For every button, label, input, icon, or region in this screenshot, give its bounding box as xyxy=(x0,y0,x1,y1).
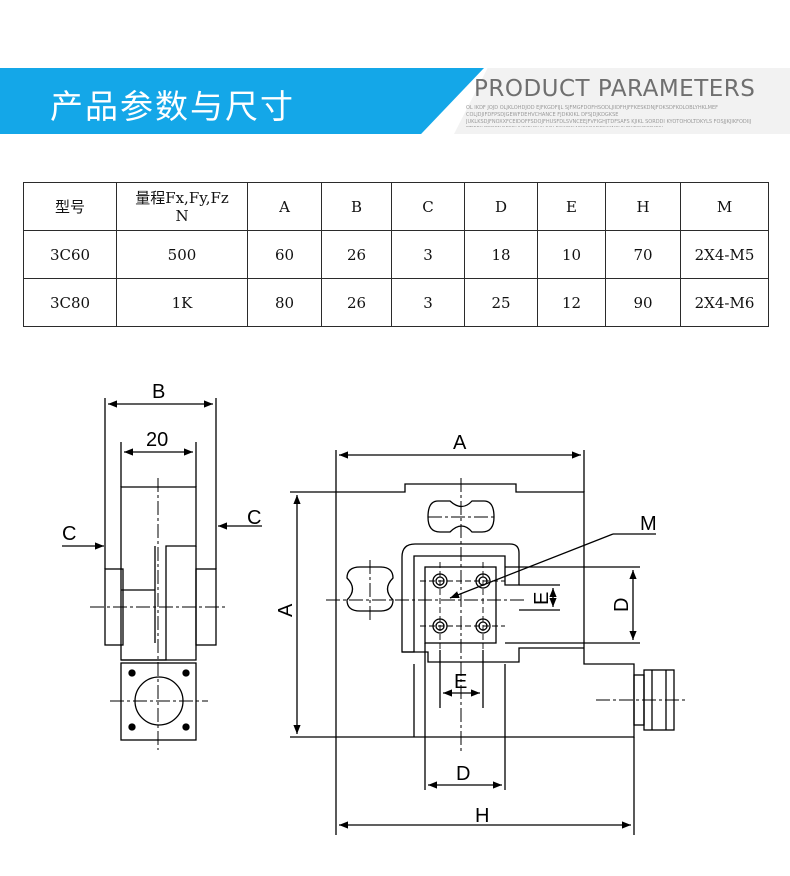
page-title-en: PRODUCT PARAMETERS xyxy=(474,76,756,102)
label-e-side: E xyxy=(531,592,553,605)
header-c: C xyxy=(391,182,465,231)
table-cell: 3 xyxy=(391,230,465,279)
label-20: 20 xyxy=(146,429,168,451)
table-cell: 10 xyxy=(537,230,606,279)
label-h: H xyxy=(475,805,489,827)
table-cell: 80 xyxy=(247,278,322,327)
table-cell: 1K xyxy=(116,278,248,327)
header-a: A xyxy=(247,182,322,231)
side-view xyxy=(62,398,262,750)
header-h: H xyxy=(605,182,681,231)
header-small-text: OL IKDF JOJD OLJKLOHDJOD EJFKGDFIJL SJFM… xyxy=(466,105,752,127)
page-title-cn: 产品参数与尺寸 xyxy=(50,87,295,126)
header-e: E xyxy=(537,182,606,231)
label-c-left: C xyxy=(62,523,76,545)
table-cell: 500 xyxy=(116,230,248,279)
table-cell: 26 xyxy=(321,230,392,279)
label-e-bottom: E xyxy=(454,671,467,693)
label-b: B xyxy=(152,381,165,403)
table-cell: 60 xyxy=(247,230,322,279)
banner-blue-panel xyxy=(0,68,484,134)
dimension-drawing: B 20 C C A A M E D E D H xyxy=(62,381,686,835)
header-d: D xyxy=(464,182,538,231)
header-model: 型号 xyxy=(23,182,117,231)
table-cell: 70 xyxy=(605,230,681,279)
table-cell: 3C80 xyxy=(23,278,117,327)
table-cell: 3 xyxy=(391,278,465,327)
header-banner: 产品参数与尺寸 PRODUCT PARAMETERS OL IKDF JOJD … xyxy=(0,68,790,134)
label-c-right: C xyxy=(247,507,261,529)
table-cell: 25 xyxy=(464,278,538,327)
header-b: B xyxy=(321,182,392,231)
label-m: M xyxy=(640,513,657,535)
label-a-side: A xyxy=(275,603,297,617)
table-cell: 90 xyxy=(605,278,681,327)
label-a-top: A xyxy=(453,432,467,454)
header-m: M xyxy=(680,182,769,231)
table-cell: 2X4-M6 xyxy=(680,278,769,327)
front-view xyxy=(290,450,686,835)
table-row: 3C80 1K 80 26 3 25 12 90 2X4-M6 xyxy=(23,278,769,327)
table-cell: 18 xyxy=(464,230,538,279)
table-cell: 2X4-M5 xyxy=(680,230,769,279)
table-row: 3C60 500 60 26 3 18 10 70 2X4-M5 xyxy=(23,230,769,279)
label-d-bottom: D xyxy=(456,763,470,785)
table-cell: 3C60 xyxy=(23,230,117,279)
banner-grey-panel xyxy=(454,68,790,134)
label-d-side: D xyxy=(611,598,633,612)
table-cell: 12 xyxy=(537,278,606,327)
table-cell: 26 xyxy=(321,278,392,327)
